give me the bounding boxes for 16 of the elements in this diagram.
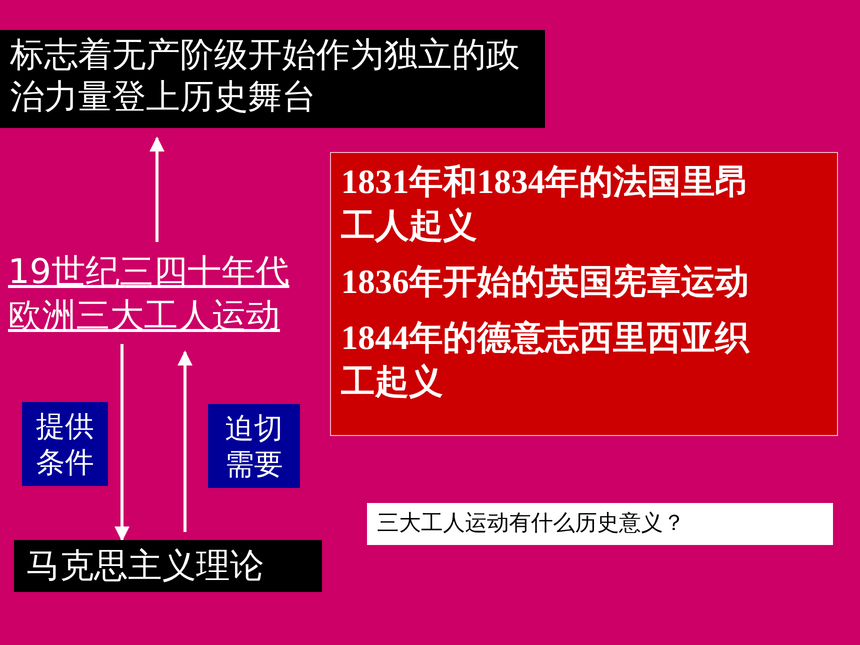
event-text: 1836年开始的英国宪章运动 (341, 262, 750, 303)
node-text: 马克思主义理论 (26, 545, 265, 588)
node-text: 三大工人运动有什么历史意义？ (377, 511, 686, 537)
arrow (114, 344, 130, 542)
event-list-panel (330, 152, 838, 436)
event-text: 1844年的德意志西里西亚织工起义 (341, 319, 750, 403)
question-box (367, 503, 833, 545)
arrow (150, 136, 164, 242)
node-text: 标志着无产阶级开始作为独立的政治力量登上历史舞台 (10, 34, 521, 118)
event-text: 1831年和1834年的法国里昂工人起义 (341, 163, 750, 247)
node-text: 19世纪三四十年代欧洲三大工人运动 (8, 251, 290, 338)
arrow (178, 350, 192, 532)
edge-label: 提供条件 (22, 402, 108, 486)
edge-label: 迫切需要 (208, 404, 300, 488)
conclusion-box (0, 30, 545, 128)
theory-box (14, 540, 322, 592)
